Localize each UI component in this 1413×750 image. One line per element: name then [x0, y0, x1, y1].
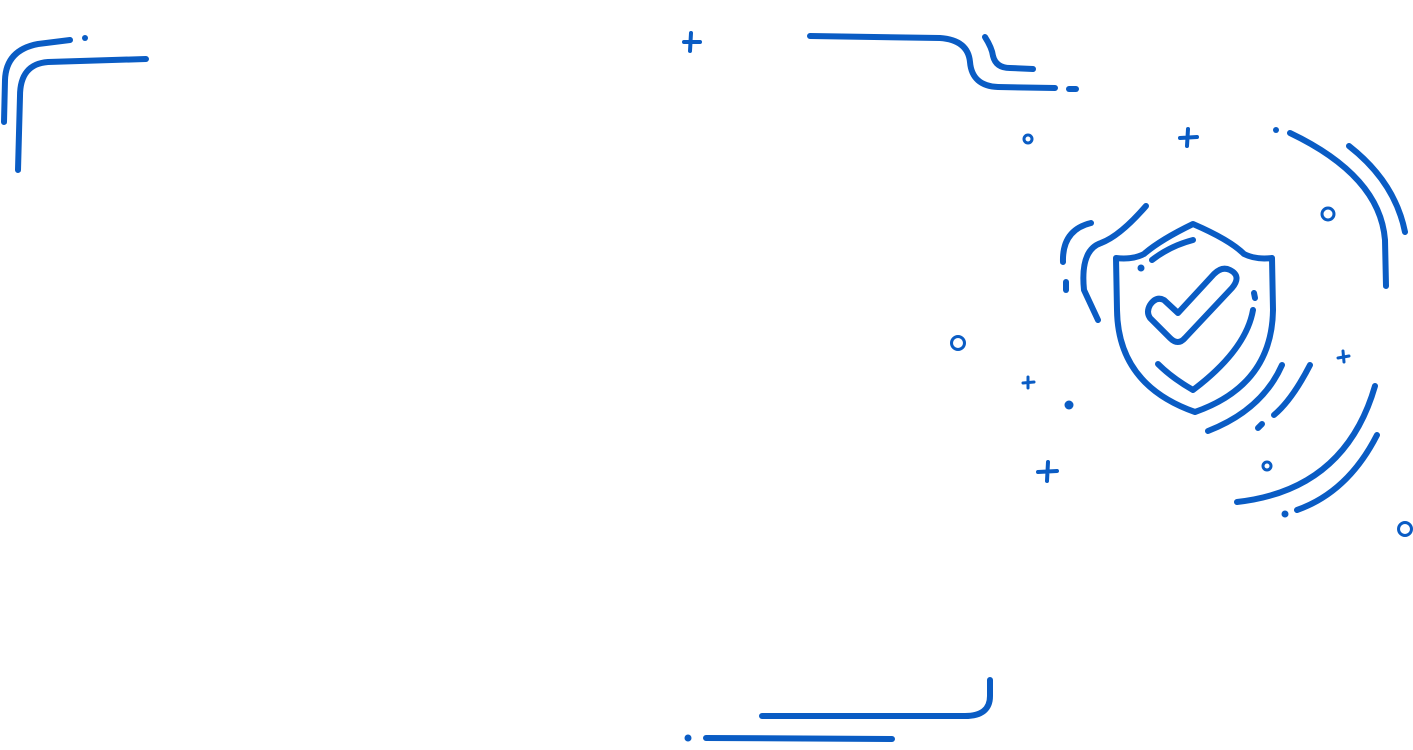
circle-decoration	[1022, 133, 1034, 145]
plus-decoration	[1178, 127, 1199, 148]
dot-decoration	[1064, 400, 1074, 410]
dot-decoration	[684, 734, 692, 742]
circle-decoration	[1397, 521, 1413, 537]
decorations	[682, 31, 1413, 537]
plus-decoration	[682, 31, 702, 53]
circle-decoration	[950, 335, 966, 351]
plus-decoration	[1336, 349, 1351, 364]
motion-arcs	[1059, 130, 1408, 513]
plus-decoration	[1021, 375, 1036, 390]
frame-top	[807, 33, 1079, 92]
dot-decoration	[82, 35, 88, 41]
dot-decoration	[1273, 127, 1279, 133]
dot-decoration	[1281, 510, 1289, 518]
frame-bottom	[684, 677, 993, 742]
circle-decoration	[1320, 206, 1336, 222]
circle-decoration	[1261, 460, 1273, 472]
dot-decoration	[1137, 264, 1145, 272]
corner-bracket-top-left	[1, 35, 149, 173]
shield-check-icon	[1113, 221, 1276, 415]
plus-decoration	[1036, 460, 1059, 483]
